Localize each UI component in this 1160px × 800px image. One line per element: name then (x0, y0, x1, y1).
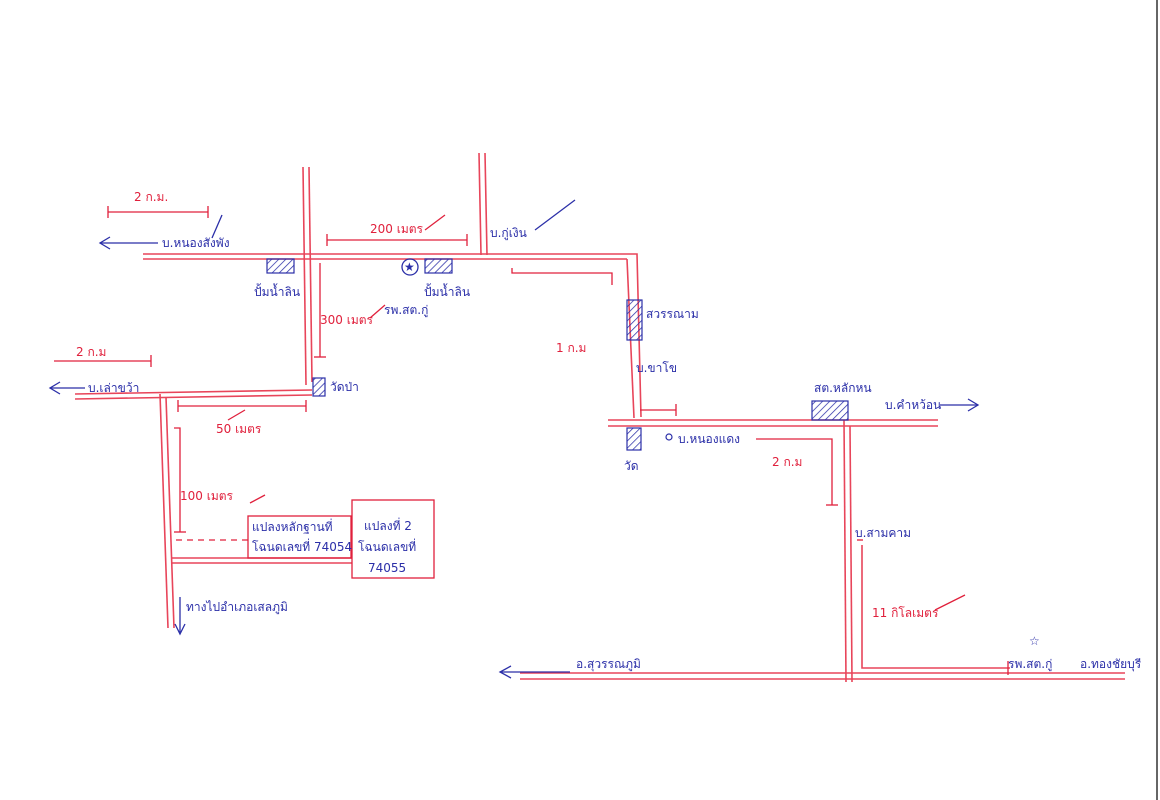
road-hospital-branch (861, 545, 1010, 669)
road-label-thawatchaburi: อ.ทองชัยบุรี (1080, 657, 1142, 672)
road-label-khok-khwang: บ.ขาโข (636, 361, 677, 375)
road-label-suwannaphum: อ.สุวรรณภูมิ (576, 657, 641, 672)
road-mid-left (74, 389, 313, 395)
temple-pa-marker (312, 377, 326, 397)
road-label-non-daeng: บ.หนองแดง (678, 432, 740, 446)
road-label-ku-ngoen: บ.กู่เงิน (490, 226, 527, 241)
parcel-left (247, 515, 352, 559)
distance-1km: 1 ก.ม (556, 341, 586, 355)
leader-ku-ngoen (534, 199, 576, 231)
road-label-nong-sa-phang: บ.หนองสังพัง (162, 236, 230, 250)
health-station-marker (811, 400, 849, 421)
direction-arrows (48, 199, 1009, 679)
label-hospital-top: รพ.สต.กู่ (384, 303, 428, 318)
parcel-right (351, 499, 435, 579)
junction-dot (665, 433, 673, 441)
landmarks: ★ ☆ (266, 258, 1040, 648)
label-hospital-bottom: รพ.สต.กู่ (1008, 657, 1052, 672)
road-right-vertical (843, 419, 847, 683)
parcel-left-line1: แปลงหลักฐานที่ (252, 518, 333, 534)
road-label-sam-kham: บ.สามคาม (855, 526, 911, 540)
road-right-descent (632, 253, 642, 418)
distance-2km-right: 2 ก.ม (772, 455, 802, 469)
distance-markers (54, 206, 966, 611)
hospital-top-marker (401, 258, 419, 276)
distance-100m: 100 เมตร (180, 489, 234, 503)
dim-2km-right (756, 438, 833, 505)
label-direction-text: ทางไปอำเภอเสลภูมิ (186, 600, 288, 615)
water-tower-mid-marker (424, 258, 453, 274)
road-label-lao-khwai: บ.เล่าขว้า (88, 381, 139, 395)
distance-300m: 300 เมตร (320, 313, 374, 327)
distance-2km-left: 2 ก.ม (76, 345, 106, 359)
parcel-right-line3: 74055 (368, 561, 406, 575)
label-health-station: สต.หลักหน (814, 381, 872, 395)
dim-1km (511, 268, 613, 285)
label-water-tower-left: ปั้มน้ำลิน (254, 283, 300, 299)
parcel-right-line1: แปลงที่ 2 (364, 517, 412, 533)
distance-11km: 11 กิโลเมตร (872, 606, 939, 620)
label-temple-lower: วัด (624, 459, 639, 473)
star-icon: ★ (404, 260, 415, 274)
dim-100m (174, 427, 181, 532)
star-icon: ☆ (1029, 634, 1040, 648)
parcel-right-line2: โฉนดเลขที่ (358, 538, 416, 554)
label-water-tower-mid: ปั้มน้ำลิน (424, 283, 470, 299)
road-vertical-mid (478, 152, 482, 256)
temple-lower-marker (626, 427, 642, 451)
road-left-descent (159, 393, 169, 629)
school-marker (626, 299, 643, 341)
leader-11km (934, 594, 966, 611)
road-label-kham-on: บ.คำหว้อน (885, 398, 941, 412)
distance-50m: 50 เมตร (216, 422, 262, 436)
label-school: สวรรณาม (646, 307, 699, 321)
parcels (176, 499, 435, 579)
road-vertical-left (302, 166, 307, 386)
water-tower-left-marker (266, 258, 295, 274)
parcel-left-line2: โฉนดเลขที่ 74054 (252, 538, 352, 554)
distance-2km-top: 2 ก.ม. (134, 190, 168, 204)
label-temple-pa: วัดป่า (330, 380, 359, 394)
distance-200m: 200 เมตร (370, 222, 424, 236)
